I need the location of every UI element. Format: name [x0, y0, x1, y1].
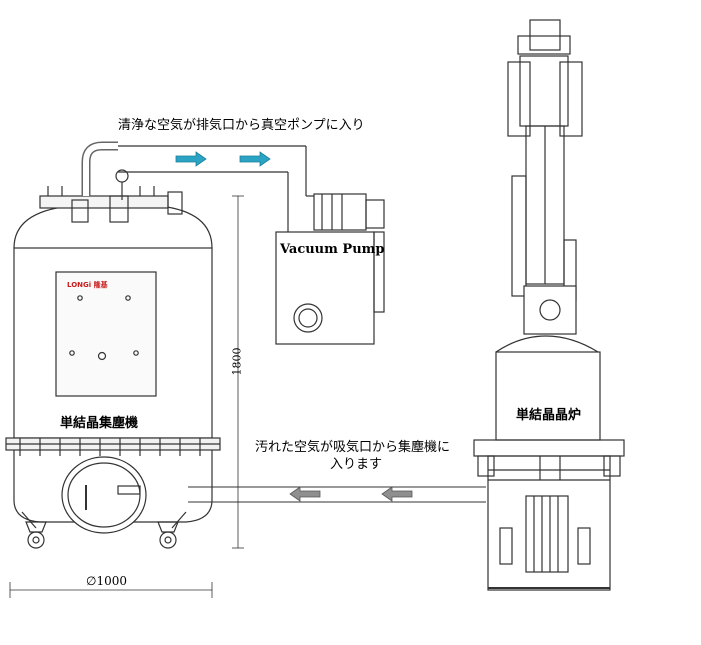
crystal-furnace — [473, 19, 625, 591]
return-arrow-2 — [381, 486, 413, 502]
flange-bolts — [19, 438, 201, 456]
dirty-air-flow-arrows — [289, 486, 413, 502]
top-lid — [39, 186, 183, 223]
return-arrow-1 — [289, 486, 321, 502]
control-panel — [55, 271, 157, 397]
dust-collector-label: 単結晶集塵機 — [60, 416, 139, 431]
height-dimension-label: 1800 — [230, 347, 244, 376]
diameter-dimension-line — [9, 582, 213, 598]
brand-logo: LONGi 隆基 — [67, 281, 108, 289]
return-duct — [188, 486, 486, 503]
inlet-flange — [61, 456, 147, 534]
caster-wheels — [21, 511, 187, 549]
clean-air-flow-arrows — [175, 151, 271, 167]
clean-air-caption: 清浄な空気が排気口から真空ポンプに入り — [118, 118, 365, 133]
dust-collector-body — [5, 205, 221, 523]
exhaust-elbow-pipe — [81, 141, 129, 200]
flow-arrow-1 — [175, 151, 207, 167]
furnace-label: 単結晶晶炉 — [516, 408, 582, 423]
dirty-air-caption-line2: 入ります — [330, 457, 383, 472]
vacuum-pump-label: Vacuum Pump — [280, 242, 385, 257]
height-dimension-line — [232, 195, 244, 549]
diameter-dimension-label: ∅1000 — [86, 574, 127, 588]
vacuum-pump — [275, 193, 385, 345]
dirty-air-caption-line1: 汚れた空気が吸気口から集塵機に — [255, 440, 451, 455]
flow-arrow-2 — [239, 151, 271, 167]
exhaust-duct — [118, 145, 314, 232]
